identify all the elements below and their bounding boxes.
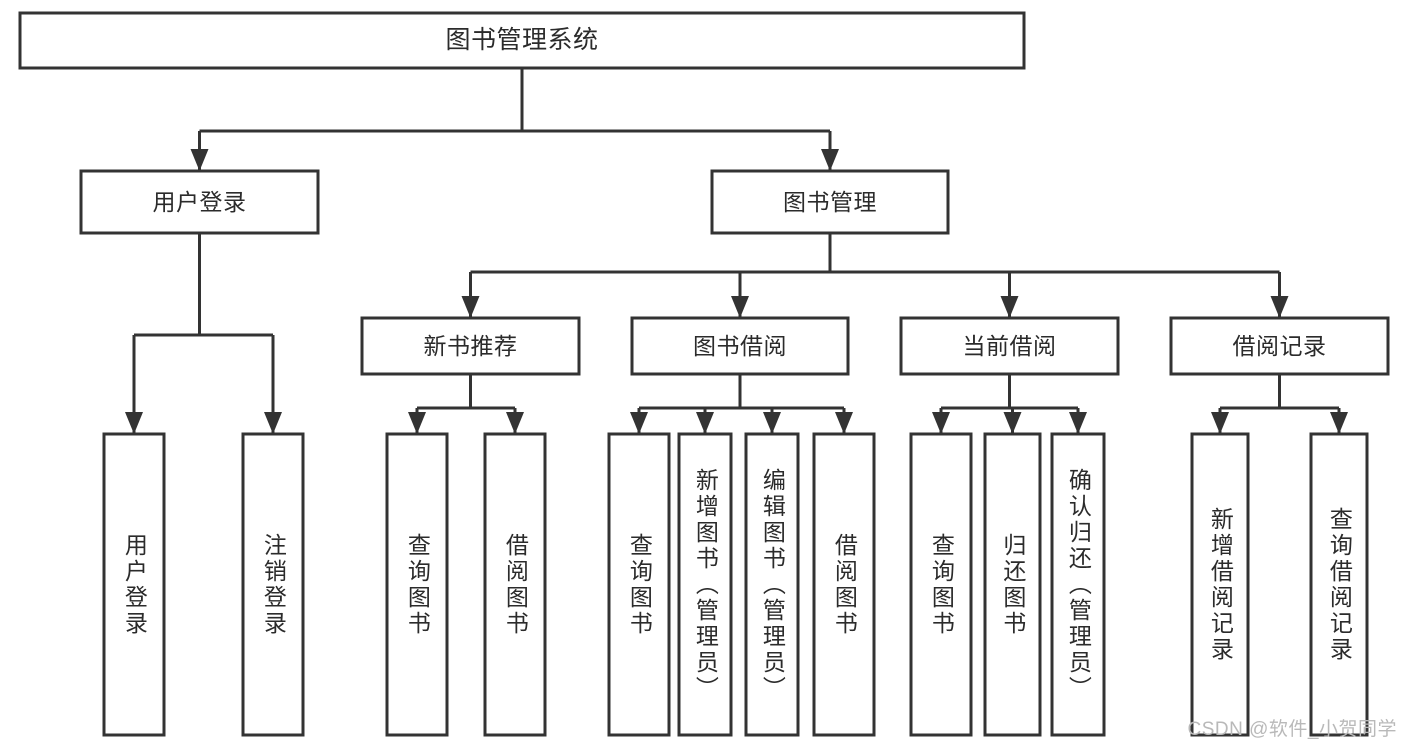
arrow-head-leaf-add-book [696,412,714,434]
arrow-head-current-borrow [1000,296,1019,318]
arrow-head-leaf-user-login [125,412,143,434]
node-box-leaf-query-book-recommend[interactable] [385,432,449,737]
node-box-leaf-add-borrow-record[interactable] [1190,432,1250,737]
arrow-head-leaf-borrow-book [835,412,853,434]
node-box-book-borrow[interactable] [630,316,850,376]
node-box-leaf-return-book[interactable] [983,432,1042,737]
arrow-head-leaf-borrow-book-recommend [506,412,524,434]
node-box-current-borrow[interactable] [899,316,1120,376]
connector-layer [125,68,1348,434]
arrow-head-leaf-edit-book [763,412,781,434]
node-box-leaf-add-book[interactable] [677,432,733,737]
arrow-head-leaf-query-borrow-record [1330,412,1348,434]
node-box-leaf-borrow-book[interactable] [812,432,876,737]
arrow-head-leaf-confirm-return [1069,412,1087,434]
arrow-head-leaf-return-book [1003,412,1022,434]
arrow-head-leaf-query-book-current [932,412,950,434]
arrow-head-leaf-logout [264,412,282,434]
arrow-head-book-management [821,149,839,171]
node-box-leaf-query-borrow-record[interactable] [1309,432,1369,737]
node-box-book-management[interactable] [710,169,950,235]
node-box-borrow-record[interactable] [1169,316,1390,376]
arrow-head-leaf-add-borrow-record [1211,412,1229,434]
node-box-root[interactable] [18,11,1026,70]
node-box-new-book-recommend[interactable] [360,316,581,376]
box-layer [18,11,1390,737]
node-box-leaf-user-login[interactable] [102,432,166,737]
arrow-head-leaf-query-book-recommend [408,412,426,434]
node-box-leaf-borrow-book-recommend[interactable] [483,432,547,737]
node-box-user-login[interactable] [79,169,320,235]
arrow-head-book-borrow [731,296,749,318]
arrow-head-new-book-recommend [461,296,480,318]
node-box-leaf-confirm-return[interactable] [1050,432,1106,737]
node-box-leaf-query-book-borrow[interactable] [607,432,671,737]
node-box-leaf-query-book-current[interactable] [909,432,973,737]
arrow-head-borrow-record [1270,296,1289,318]
arrow-head-leaf-query-book-borrow [630,412,648,434]
watermark-text: CSDN @软件_小贺同学 [1187,719,1397,740]
arrow-head-user-login [190,149,209,171]
node-box-leaf-logout[interactable] [241,432,305,737]
node-box-leaf-edit-book[interactable] [744,432,800,737]
